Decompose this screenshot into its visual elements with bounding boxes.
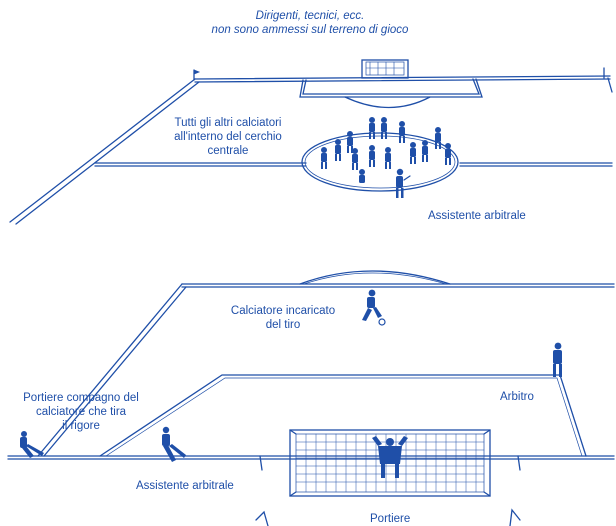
notice-line-2: non sono ammessi sul terreno di gioco [211,24,409,36]
own-keeper-label-line-2: calciatore che tira [35,406,127,418]
players-label-line-1: Tutti gli altri calciatori [174,117,282,129]
kicker-label-line-1: Calciatore incaricato [230,305,336,317]
players-label-line-2: all'interno del cerchio [174,131,282,143]
bottom-assistant-label: Assistente arbitrale [136,480,234,492]
kicker-label-line-2: del tiro [265,319,301,331]
bottom-assistant-figure [162,426,186,462]
own-keeper-label: Portiere compagno del calciatore che tir… [6,391,156,433]
players-label: Tutti gli altri calciatori all'interno d… [148,116,308,158]
own-keeper-figure [20,431,44,458]
referee-figure [553,342,562,377]
kicker-figure [362,289,386,326]
goalkeeper-label: Portiere [370,513,411,525]
bottom-pitch [7,270,615,526]
notice-line-1: Dirigenti, tecnici, ecc. [255,10,365,22]
own-keeper-label-line-1: Portiere compagno del [23,392,139,404]
players-group [321,117,451,183]
goalkeeper-figure [372,436,408,478]
own-keeper-label-line-3: il rigore [62,420,100,432]
top-pitch [9,59,613,225]
notice-text: Dirigenti, tecnici, ecc. non sono ammess… [170,9,450,37]
kicker-label: Calciatore incaricato del tiro [208,304,358,332]
top-assistant-referee [396,168,411,198]
players-label-line-3: centrale [207,145,249,157]
referee-label: Arbitro [500,391,534,403]
top-assistant-label: Assistente arbitrale [428,210,526,222]
